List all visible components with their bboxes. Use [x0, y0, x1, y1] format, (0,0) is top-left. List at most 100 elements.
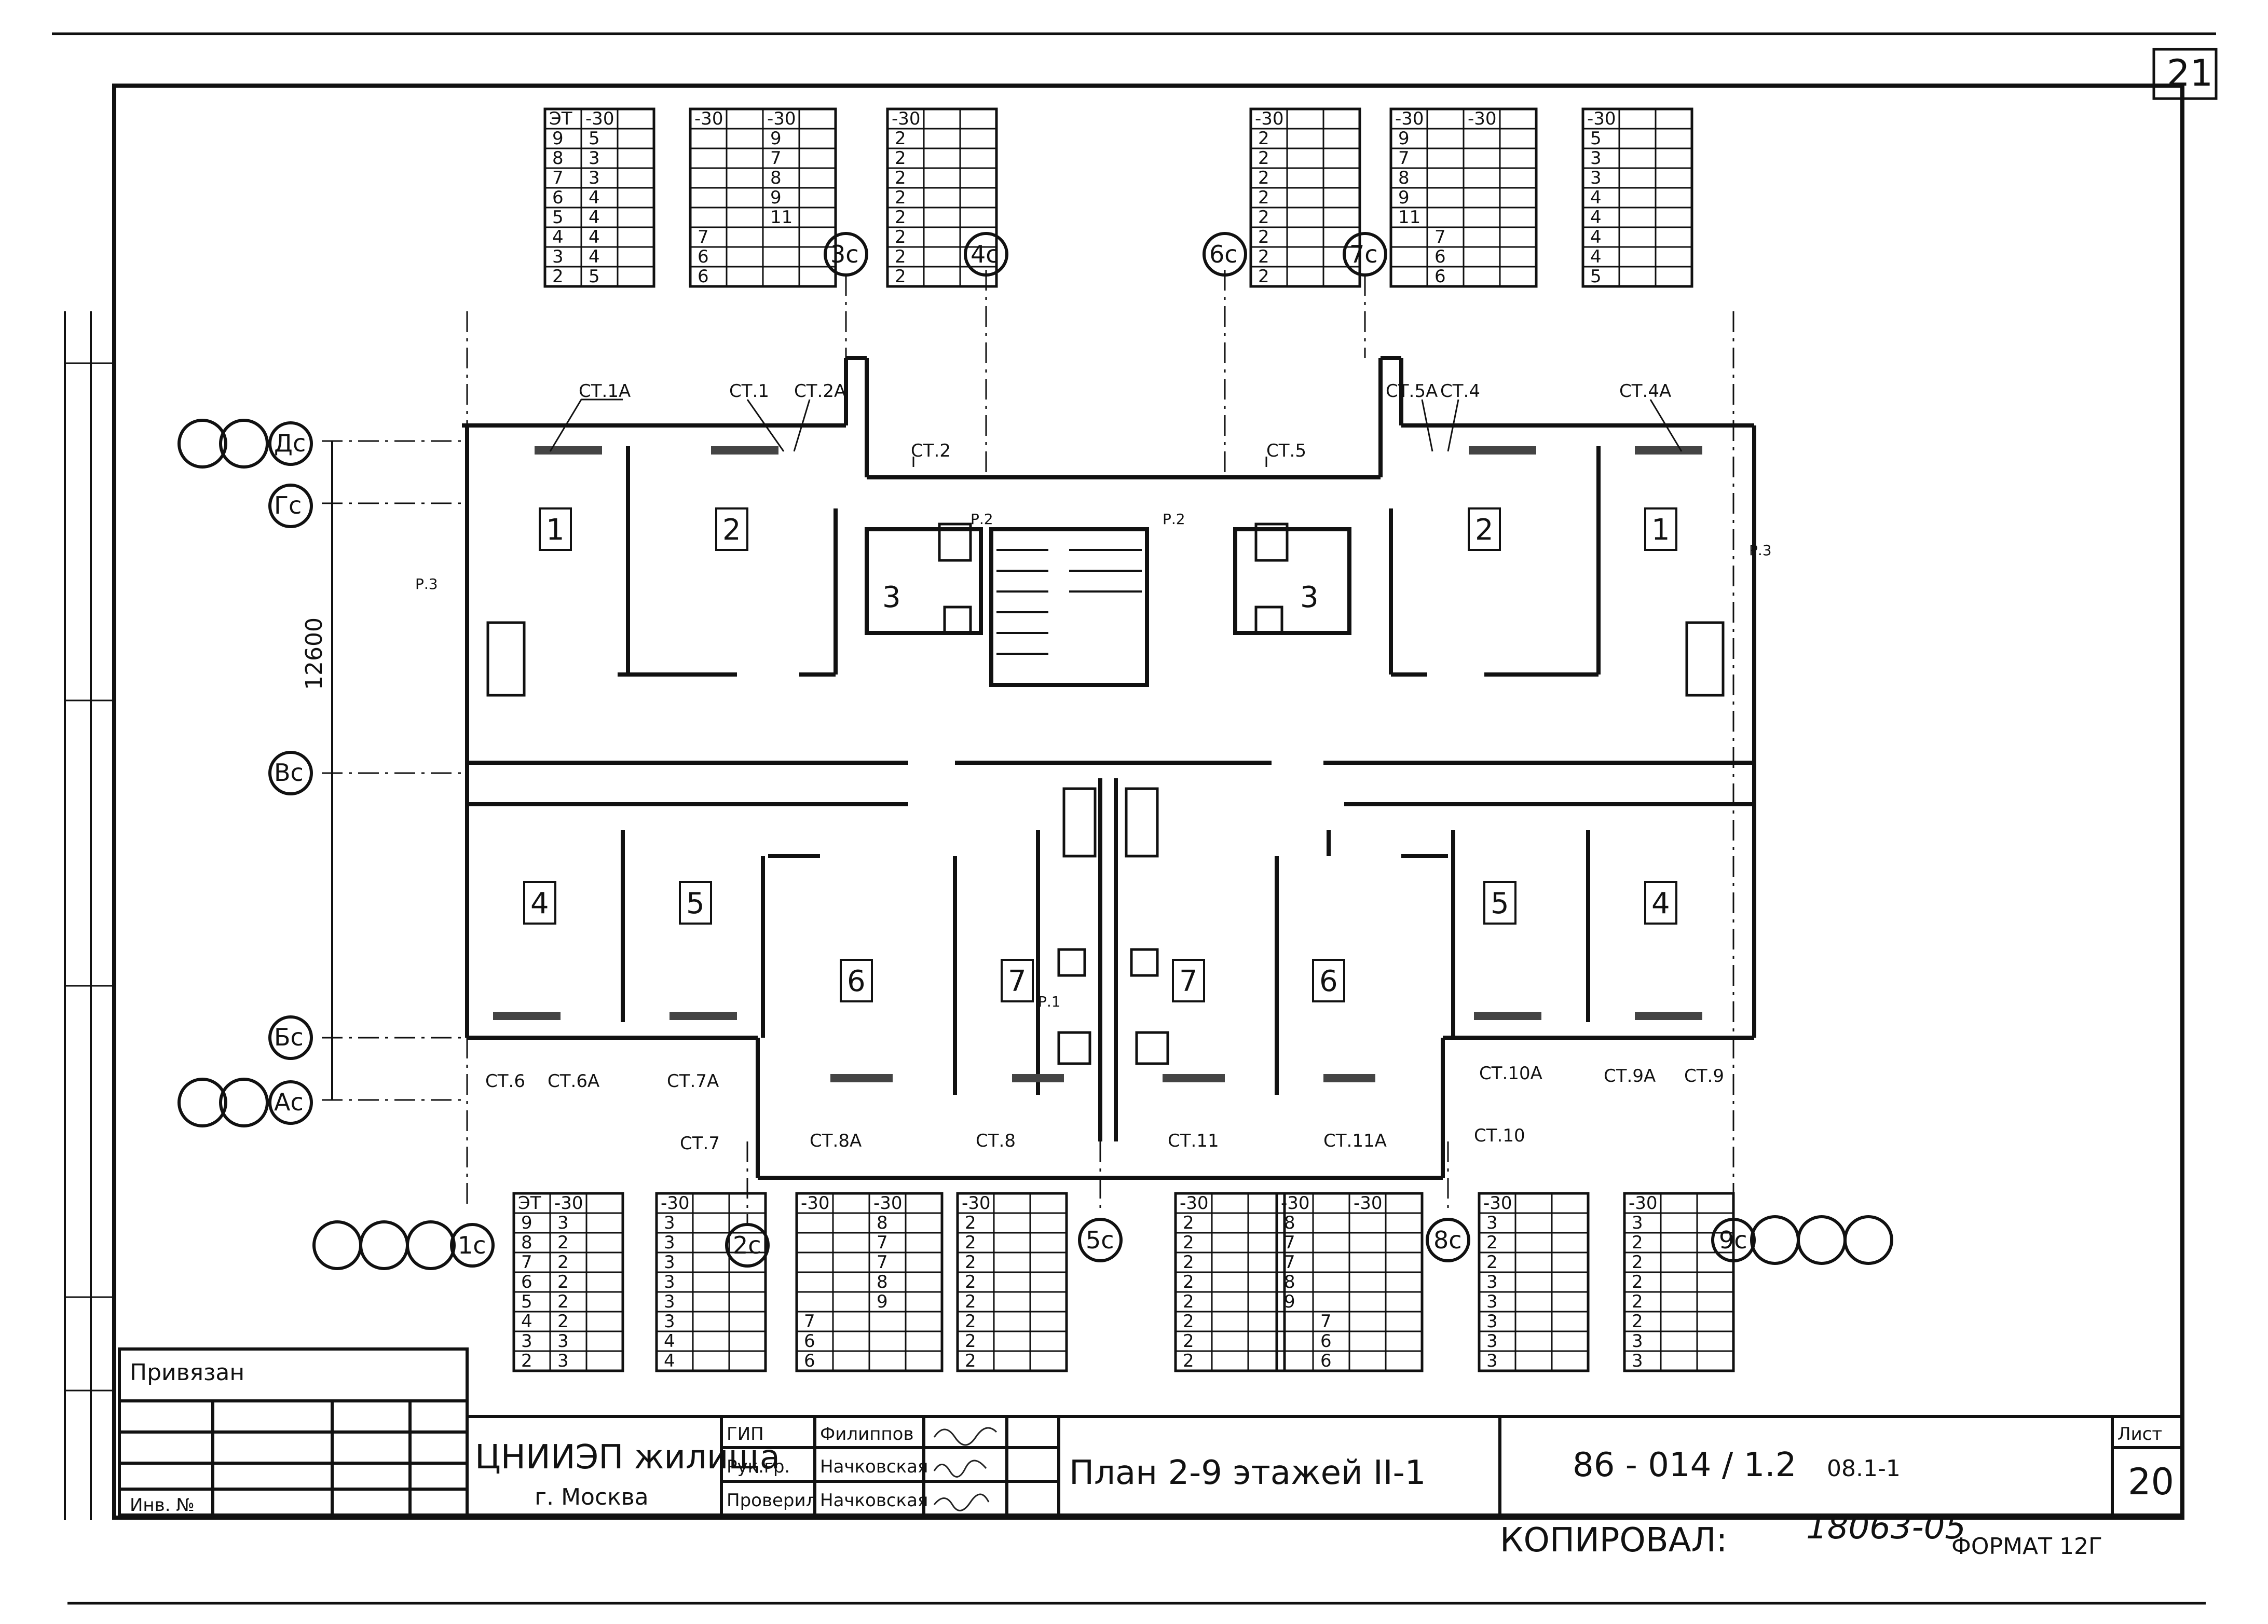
pipe-label: Р.2 — [1163, 511, 1185, 528]
table-cell: 5 — [521, 1291, 532, 1312]
table-cell: 2 — [1258, 246, 1269, 267]
table-cell: 9 — [877, 1291, 888, 1312]
sanitary-fixtures — [486, 522, 1725, 1065]
table-cell: 7 — [552, 168, 564, 188]
table-cell: 7 — [1434, 227, 1446, 247]
table-cell: 2 — [1258, 168, 1269, 188]
table-cell: 6 — [698, 246, 709, 267]
table-cell: 2 — [1632, 1311, 1643, 1332]
room-labels-right — [1172, 507, 1677, 1002]
table-header-cell: -30 — [1180, 1193, 1209, 1214]
axis-label: 7с — [1349, 240, 1378, 268]
table-cell: 2 — [1183, 1311, 1194, 1332]
building-walls — [462, 356, 1756, 1180]
table-cell: 9 — [1398, 187, 1410, 208]
axis-label: Бс — [274, 1023, 304, 1051]
table-header-cell: -30 — [1629, 1193, 1658, 1214]
riser-label: СТ.1 — [729, 381, 769, 402]
table-cell: 2 — [895, 128, 906, 149]
table-cell: 3 — [664, 1272, 675, 1292]
table-cell: 2 — [1258, 227, 1269, 247]
table-cell: 5 — [589, 128, 600, 149]
role-label: Рук.гр. — [727, 1456, 790, 1477]
table-cell: 8 — [552, 148, 564, 169]
table-cell: 5 — [1590, 266, 1602, 287]
pipe-label: Р.2 — [971, 511, 993, 528]
pipe-label: Р.3 — [1749, 542, 1772, 559]
table-cell: 7 — [521, 1252, 532, 1273]
table-cell: 2 — [1258, 148, 1269, 169]
table-cell: 3 — [1486, 1291, 1498, 1312]
table-header-cell: -30 — [554, 1193, 583, 1214]
table-frame — [512, 1192, 624, 1372]
table-header-cell: -30 — [661, 1193, 690, 1214]
room-number: 7 — [1008, 965, 1027, 998]
table-cell: 3 — [521, 1331, 532, 1352]
axis-label: 8с — [1433, 1226, 1462, 1254]
role-label: Проверил — [727, 1490, 817, 1511]
riser-label: СТ.4А — [1619, 381, 1671, 402]
table-cell: 2 — [965, 1252, 976, 1273]
format-label: ФОРМАТ 12Г — [1951, 1533, 2102, 1560]
table-header-cell: -30 — [1395, 108, 1424, 129]
table-cell: 2 — [557, 1291, 569, 1312]
table-cell: 4 — [1590, 207, 1602, 228]
table-cell: 3 — [1632, 1213, 1643, 1233]
table-frame — [1249, 107, 1361, 288]
pipe-label: Р.3 — [415, 575, 438, 593]
table-cell: 3 — [664, 1291, 675, 1312]
table-cell: 3 — [664, 1213, 675, 1233]
table-cell: 4 — [589, 207, 600, 228]
room-number: 6 — [847, 965, 866, 998]
room-number: 5 — [1491, 887, 1509, 920]
table-frame — [1174, 1192, 1286, 1372]
table-cell: 4 — [589, 227, 600, 247]
organization-city: г. Москва — [535, 1484, 649, 1510]
table-cell: 3 — [1486, 1351, 1498, 1371]
table-cell: 6 — [521, 1272, 532, 1292]
table-cell: 8 — [1284, 1213, 1295, 1233]
riser-label: СТ.10 — [1474, 1125, 1525, 1146]
room-number: 1 — [1651, 513, 1670, 547]
table-cell: 2 — [965, 1213, 976, 1233]
table-cell: 6 — [698, 266, 709, 287]
room-number: 7 — [1179, 965, 1198, 998]
table-header-cell: -30 — [892, 108, 921, 129]
table-cell: 3 — [557, 1331, 569, 1352]
table-cell: 3 — [1590, 148, 1602, 169]
axis-label: Гс — [274, 491, 302, 519]
signatory-name: Начковская — [820, 1456, 928, 1477]
table-cell: 9 — [1284, 1291, 1295, 1312]
table-cell: 3 — [664, 1252, 675, 1273]
table-cell: 3 — [1632, 1351, 1643, 1371]
axis-label: 5с — [1086, 1226, 1114, 1254]
table-cell: 6 — [804, 1331, 815, 1352]
riser-label: СТ.6А — [548, 1071, 599, 1092]
table-header-cell: ЭТ — [549, 108, 572, 129]
riser-label: СТ.11А — [1323, 1131, 1387, 1151]
table-cell: 2 — [965, 1232, 976, 1253]
table-cell: 2 — [895, 246, 906, 267]
table-header-cell: -30 — [801, 1193, 830, 1214]
room-number: 3 — [1300, 581, 1319, 614]
table-cell: 3 — [1590, 168, 1602, 188]
sheet-label: Лист — [2117, 1424, 2162, 1444]
table-cell: 5 — [589, 266, 600, 287]
table-cell: 3 — [1486, 1272, 1498, 1292]
table-cell: 2 — [1183, 1272, 1194, 1292]
table-cell: 2 — [557, 1232, 569, 1253]
table-cell: 7 — [1398, 148, 1410, 169]
riser-label: СТ.7 — [680, 1133, 720, 1154]
table-cell: 2 — [557, 1252, 569, 1273]
table-cell: 8 — [770, 168, 782, 188]
table-cell: 4 — [589, 187, 600, 208]
riser-leaders-top — [549, 398, 1683, 467]
riser-label: СТ.7А — [667, 1071, 719, 1092]
stairs — [996, 549, 1142, 655]
